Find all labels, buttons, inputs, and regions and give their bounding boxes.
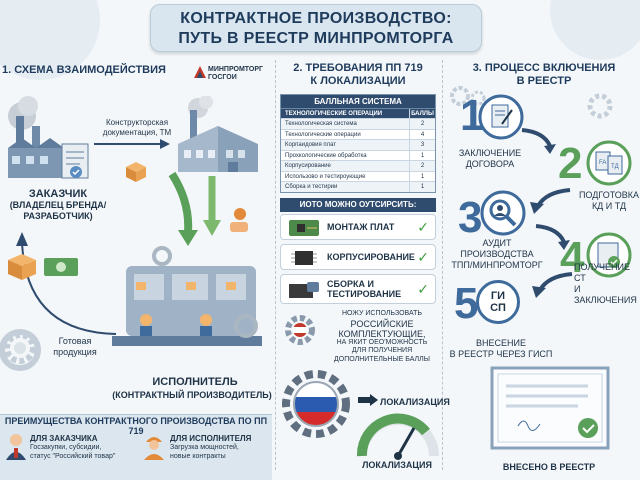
docs-label: Конструкторская документация, ТМ [102,118,172,137]
check-icon: ✓ [417,249,429,265]
title-line-1: КОНТРАКТНОЕ ПРОИЗВОДСТВО: [180,10,452,27]
customer-title: ЗАКАЗЧИК [28,188,88,200]
step-2-number: 2 [558,139,583,188]
worker-helmet-icon [144,437,164,460]
ministry-logo: МИНПРОМТОРГ ГОСГОИ [208,66,263,81]
step-5-label: ВНЕСЕНИЕ В РЕЕСТР ЧЕРЕЗ ГИСП [449,338,553,359]
localization-gauge [356,413,439,460]
points-table: БАЛЛЬНАЯ СИСТЕМА ТЕХНОЛОГИЧЕСКИЕ ОПЕРАЦИ… [280,94,436,193]
executor-title: ИСПОЛНИТЕЛЬ [152,376,238,388]
customer-factory-icon [8,96,89,179]
title-line-2: ПУТЬ В РЕЕСТР МИНПРОМТОРГА [178,30,454,47]
advantages-title: ПРЕИМУЩЕСТВА КОНТРАКТНОГО ПРОИЗВОДСТВА П… [4,416,268,436]
russian-flag-gear-icon [282,370,350,438]
doc-badge-fa: FA [599,160,606,166]
pcb-icon [289,220,319,236]
check-icon: ✓ [417,219,429,235]
audit-icon [480,190,526,236]
check-icon: ✓ [417,281,429,297]
arrow-step-2-3 [530,188,571,214]
final-label: ВНЕСЕНО В РЕЕСТР [502,462,596,472]
step-4-label: ПОЛУЧЕНИЕ СТ И ЗАКЛЮЧЕНИЯ [574,262,637,305]
arrow-step-1-2 [521,128,556,154]
executor-subtitle: (КОНТРАКТНЫЙ ПРОИЗВОДИТЕЛЬ) [112,390,272,400]
advantage-executor: ДЛЯ ИСПОЛНИТЕЛЯ Загрузка мощностей, новы… [170,434,252,460]
page-title: КОНТРАКТНОЕ ПРОИЗВОДСТВО: ПУТЬ В РЕЕСТР … [150,4,482,52]
ministry-logo-icon [194,66,206,78]
registry-certificate-icon [490,366,610,450]
customer-person-icon [6,434,26,460]
arrow-docs [94,139,170,149]
finished-products-label: Готовая продукция [53,336,97,357]
certificate-icon [586,232,632,278]
col1-heading: 1. СХЕМА ВЗАИМОДЕЙСТВИЯ [2,64,166,76]
step-2-label: ПОДГОТОВКА КД И ТД [578,190,640,211]
gear-icon [4,332,36,364]
arrow-step-3-4 [535,224,570,250]
outsource-item-packaging: КОРПУСИРОВАНИЕ ✓ [280,244,436,270]
col3-heading: 3. ПРОЦЕСС ВКЛЮЧЕНИЯ В РЕЕСТР [472,62,616,87]
outsource-heading: ИОТО МОЖНО ОУТСИРСИТЬ: [280,198,436,212]
gear-icon [285,315,315,345]
divider-left [275,60,276,470]
arrow-right-icon [358,394,378,406]
step-5-number: 5 [454,279,479,328]
localization-label-1: ЛОКАЛИЗАЦИЯ [380,397,450,407]
step-3-label: АУДИТ ПРОИЗВОДСТВА ТПП/МИНПРОМТОРГ [451,238,543,270]
package-icon [126,162,146,182]
products-money-icon [8,254,78,280]
arrow-step-4-5 [532,272,573,298]
chip-icon [291,251,317,265]
advantages-panel [0,414,272,480]
gear-icon [587,93,613,119]
flow-arrows-down [168,172,221,246]
step-4-number: 4 [560,233,585,282]
table-header: ТЕХНОЛОГИЧЕСКИЕ ОПЕРАЦИИ БАЛЛЫ [281,108,435,118]
step-3-number: 3 [458,193,483,242]
contractor-plant-icon [178,96,258,172]
outsource-item-assembly: СБОРКА И ТЕСТИРОВАНИЕ ✓ [280,274,436,304]
localization-label-2: ЛОКАЛИЗАЦИЯ [362,460,432,470]
documents-icon: FA TД [586,140,632,186]
divider-right [442,60,443,470]
advantage-customer: ДЛЯ ЗАКАЗЧИКА Госзакупки, субсидии, стат… [30,434,116,460]
table-caption: БАЛЛЬНАЯ СИСТЕМА [281,95,435,108]
device-icon [289,282,319,298]
components-note: НОЖУ ИСПОЛЬЗОВАТЬ РОССИЙСКИЕ КОМПЛЕКТУЮЩ… [334,310,430,363]
outsource-item-pcb: МОНТАЖ ПЛАТ ✓ [280,214,436,240]
col2-heading: 2. ТРЕБОВАНИЯ ПП 719 К ЛОКАЛИЗАЦИИ [293,62,423,87]
money-hand-icon [230,208,248,232]
production-line-icon [112,246,262,346]
doc-badge-td: TД [611,164,619,170]
gear-icon [450,86,486,106]
step-1-label: ЗАКЛЮЧЕНИЕ ДОГОВОРА [458,148,522,169]
customer-subtitle: (ВЛАДЕЛЕЦ БРЕНДА/ РАЗРАБОТЧИК) [9,200,107,221]
contract-sign-icon [478,94,524,140]
gisp-icon: ГИ СП [476,280,520,324]
